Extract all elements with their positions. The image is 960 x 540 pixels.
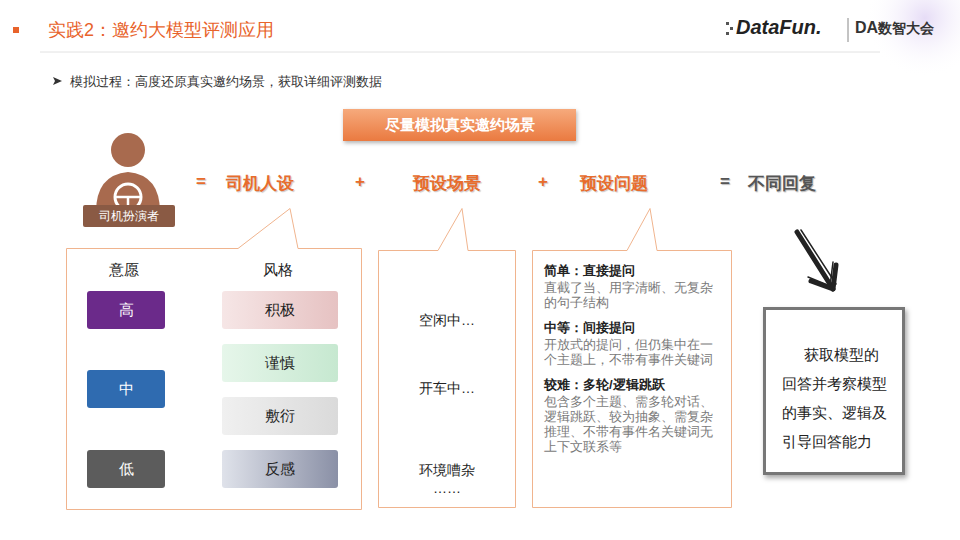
willingness-box: 高 bbox=[87, 291, 165, 329]
logo-mark: DA bbox=[855, 19, 878, 37]
style-box: 敷衍 bbox=[222, 397, 338, 435]
subtitle-arrow bbox=[53, 77, 62, 85]
style-box: 谨慎 bbox=[222, 344, 338, 382]
logo-text: 数智大会 bbox=[878, 20, 934, 38]
formula-result: 不同回复 bbox=[748, 172, 816, 195]
box-label: 积极 bbox=[265, 301, 295, 320]
level-heading: 简单：直接提问 bbox=[544, 262, 722, 279]
willingness-box: 中 bbox=[87, 370, 165, 408]
operator: + bbox=[538, 172, 548, 192]
formula-term: 预设问题 bbox=[580, 172, 648, 195]
operator: = bbox=[196, 172, 206, 192]
box-label: 中 bbox=[119, 380, 134, 399]
callout-text: 空闲中… bbox=[378, 312, 516, 330]
callout-text: 意愿 bbox=[96, 261, 152, 280]
result-text: 获取模型的回答并考察模型的事实、逻辑及引导回答能力 bbox=[782, 340, 888, 456]
result-box: 获取模型的回答并考察模型的事实、逻辑及引导回答能力 bbox=[763, 307, 905, 475]
box-label: 高 bbox=[119, 301, 134, 320]
box-label: 尽量模拟真实邀约场景 bbox=[385, 116, 535, 135]
style-box: 积极 bbox=[222, 291, 338, 329]
box-label: 谨慎 bbox=[265, 354, 295, 373]
question-callout: 简单：直接提问直截了当、用字清晰、无复杂的句子结构中等：间接提问开放式的提问，但… bbox=[532, 208, 732, 508]
callout-text: …… bbox=[378, 480, 516, 496]
callout-text: 风格 bbox=[250, 261, 306, 280]
callout-border bbox=[67, 209, 362, 510]
box-label: 反感 bbox=[265, 460, 295, 479]
box-label: 敷衍 bbox=[265, 407, 295, 426]
scene-callout: 空闲中… 开车中… 环境嘈杂…… bbox=[378, 208, 516, 508]
box-label: 司机扮演者 bbox=[99, 208, 159, 225]
callout-text: 环境嘈杂 bbox=[378, 462, 516, 480]
title-bullet bbox=[13, 27, 19, 33]
operator: = bbox=[720, 172, 730, 192]
logo-dots bbox=[726, 22, 733, 35]
level-description: 包含多个主题、需多轮对话、逻辑跳跃、较为抽象、需复杂推理、不带有事件名关键词无上… bbox=[544, 395, 722, 455]
formula-term: 司机人设 bbox=[226, 172, 294, 195]
level-heading: 较难：多轮/逻辑跳跃 bbox=[544, 376, 722, 393]
persona-callout: 意愿 风格高中低 积极谨慎敷衍反感 bbox=[66, 208, 362, 510]
slide-title: 实践2：邀约大模型评测应用 bbox=[48, 18, 274, 42]
subtitle: 模拟过程：高度还原真实邀约场景，获取详细评测数据 bbox=[70, 73, 382, 91]
corner-glow bbox=[865, 0, 960, 78]
box-label: 低 bbox=[119, 460, 134, 479]
level-description: 开放式的提问，但仍集中在一个主题上，不带有事件关键词 bbox=[544, 338, 722, 368]
callout-border bbox=[533, 209, 732, 508]
formula-term: 预设场景 bbox=[413, 172, 481, 195]
banner-box: 尽量模拟真实邀约场景 bbox=[343, 109, 576, 141]
callout-text: 开车中… bbox=[378, 380, 516, 398]
operator: + bbox=[355, 172, 365, 192]
willingness-box: 低 bbox=[87, 450, 165, 488]
style-box: 反感 bbox=[222, 450, 338, 488]
level-heading: 中等：间接提问 bbox=[544, 319, 722, 336]
header-rule bbox=[40, 52, 880, 53]
level-description: 直截了当、用字清晰、无复杂的句子结构 bbox=[544, 281, 722, 311]
logo-text: DataFun. bbox=[736, 16, 822, 39]
role-tag: 司机扮演者 bbox=[83, 205, 175, 227]
callout-border bbox=[379, 209, 516, 508]
driver-icon bbox=[96, 133, 160, 212]
logo-separator bbox=[848, 18, 849, 42]
down-arrow bbox=[797, 230, 836, 289]
